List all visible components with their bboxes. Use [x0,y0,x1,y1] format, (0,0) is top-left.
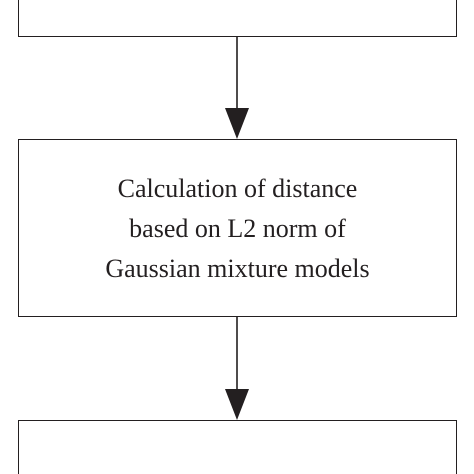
flowchart-step-previous [18,0,457,37]
flowchart-step-next [18,420,457,474]
flowchart-step-distance-calculation-label: Calculation of distance based on L2 norm… [105,174,370,283]
arrow-1-head [225,108,249,139]
arrow-2-head [225,389,249,420]
flowchart-step-distance-calculation: Calculation of distance based on L2 norm… [18,139,457,317]
